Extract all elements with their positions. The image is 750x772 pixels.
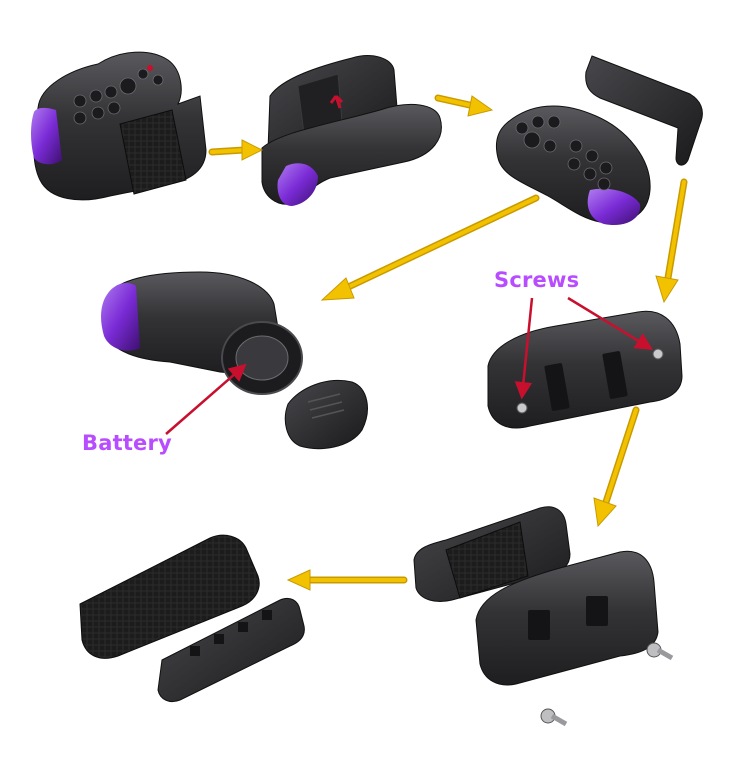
flow-arrow-2-to-3	[438, 96, 492, 116]
flow-arrow-6-to-7	[288, 570, 404, 590]
battery-label: Battery	[82, 431, 172, 455]
step-2-remote-detached	[262, 56, 441, 206]
loose-screw-2	[541, 709, 566, 724]
loose-screw-1	[647, 643, 672, 658]
battery-pointer	[166, 366, 244, 434]
screw-left	[517, 403, 527, 413]
flow-arrow-5-to-6	[594, 410, 636, 526]
step-7-strap-and-clip	[80, 535, 304, 701]
step-1-remote-with-strap	[31, 52, 206, 200]
screw-right	[653, 349, 663, 359]
step-6-disassembled-bracket	[414, 507, 672, 724]
flow-arrow-1-to-2	[212, 140, 262, 160]
purple-led-cover	[101, 283, 140, 351]
screws-label: Screws	[494, 268, 579, 292]
step-5-bracket-with-screws	[488, 311, 682, 428]
flow-arrow-3-to-5	[656, 182, 684, 302]
